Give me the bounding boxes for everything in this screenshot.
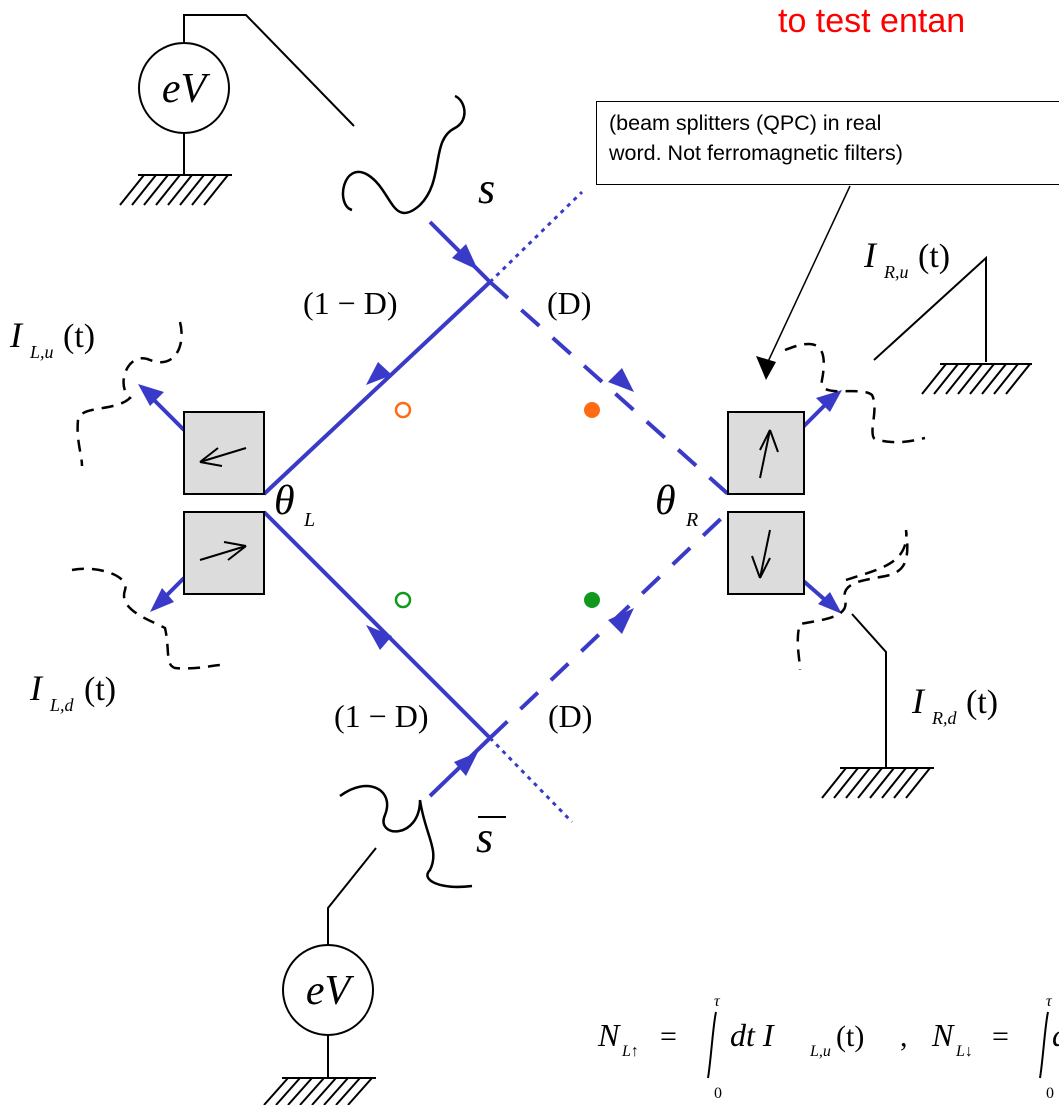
arrow-out-L-up: [138, 384, 164, 406]
top-ground-hatch: [119, 174, 229, 206]
label-s: s: [478, 164, 495, 213]
I-Ld-sym: I: [29, 668, 44, 708]
bottom-left-beam: [262, 510, 492, 740]
callout-line-2: word. Not ferromagnetic filters): [609, 141, 903, 165]
counting-formula: N L↑ = τ 0 dt I L,u (t) , N L↓ = τ 0 d: [597, 993, 1059, 1102]
formula-integrand-sub: L,u: [809, 1043, 831, 1060]
orange-filled-dot: [584, 402, 600, 418]
arrow-incoming-top: [452, 244, 478, 270]
output-waves: [71, 321, 926, 671]
bottom-ev-label: eV: [306, 968, 355, 1014]
right-upper-ground: [873, 255, 1032, 395]
label-1-minus-D-bottom: (1 − D): [334, 698, 428, 734]
current-label-I-Lu: I L,u (t): [9, 315, 95, 362]
beam-arrowheads: [138, 244, 842, 776]
current-label-I-Ld: I L,d (t): [29, 668, 116, 715]
formula-N2: N: [931, 1017, 955, 1053]
I-Rd-sym: I: [911, 681, 926, 721]
arrow-out-R-up: [816, 390, 842, 412]
bottom-wave-packet: [339, 784, 473, 889]
label-theta-R: θ: [655, 478, 676, 524]
label-theta-R-sub: R: [685, 509, 698, 531]
current-label-I-Rd: I R,d (t): [911, 681, 998, 728]
right-lower-ground: [821, 613, 934, 799]
top-wave-packet: [341, 94, 466, 215]
callout-line-1: (beam splitters (QPC) in real: [609, 111, 882, 135]
formula-integrand: dt I: [730, 1017, 775, 1053]
filter-arrow-left-icon: [199, 447, 247, 467]
label-s-bar: s: [476, 813, 493, 862]
formula-upper: τ: [714, 993, 721, 1010]
arrow-top-right: [608, 368, 634, 392]
formula-integrand-arg: (t): [836, 1020, 864, 1053]
beam-network: [148, 190, 834, 824]
label-theta-L-sub: L: [303, 509, 315, 531]
orange-hollow-dot: [394, 401, 412, 419]
label-D-top: (D): [547, 285, 591, 321]
green-hollow-dot: [394, 591, 412, 609]
formula-comma: ,: [900, 1020, 908, 1053]
top-voltage-source: [119, 14, 355, 206]
I-Ru-sub: R,u: [883, 262, 909, 282]
arrow-incoming-bottom: [454, 752, 478, 776]
bottom-right-beam: [488, 510, 730, 740]
bottom-splitter-dotted: [488, 736, 574, 824]
arrow-out-L-down: [150, 588, 174, 612]
integral-sign-2: [1039, 1011, 1049, 1079]
formula-lower2: 0: [1046, 1085, 1054, 1102]
arrow-bottom-right: [608, 608, 634, 634]
beam-splitter-callout: (beam splitters (QPC) in real word. Not …: [596, 101, 1059, 185]
label-1-minus-D-top: (1 − D): [303, 285, 397, 321]
arrow-out-R-down: [818, 592, 842, 614]
label-theta-L: θ: [274, 478, 295, 524]
green-filled-dot: [584, 592, 600, 608]
I-Rd-sub: R,d: [931, 708, 957, 728]
I-Ru-sym: I: [863, 235, 878, 275]
bottom-voltage-source: [263, 847, 377, 1105]
wave-R-down: [796, 529, 909, 671]
I-Ld-arg: (t): [84, 671, 116, 708]
formula-N2-sub: L↓: [955, 1043, 973, 1060]
filter-arrow-right-icon: [199, 541, 247, 561]
I-Lu-sub: L,u: [29, 342, 54, 362]
I-Ru-arg: (t): [918, 238, 950, 275]
top-right-beam: [488, 280, 730, 496]
wave-L-down: [71, 567, 221, 670]
top-ev-label: eV: [162, 66, 211, 112]
current-label-I-Ru: I R,u (t): [863, 235, 950, 282]
formula-lower: 0: [714, 1085, 722, 1102]
integral-sign: [707, 1011, 717, 1079]
I-Lu-sym: I: [9, 315, 24, 355]
I-Rd-arg: (t): [966, 684, 998, 721]
formula-N1-sub: L↑: [621, 1043, 639, 1060]
arrow-top-left: [366, 362, 392, 385]
filter-boxes: [183, 411, 805, 595]
filter-arrow-down-icon: [751, 529, 771, 579]
arrow-bottom-left: [366, 625, 392, 650]
label-D-bottom: (D): [548, 698, 592, 734]
output-L-up: [148, 394, 186, 432]
top-left-beam: [262, 280, 492, 496]
formula-eq2: =: [992, 1020, 1009, 1053]
wave-L-up: [76, 321, 183, 467]
filter-arrow-up-icon: [759, 429, 779, 479]
slide-title: to test entan: [778, 2, 966, 40]
formula-N1: N: [597, 1017, 621, 1053]
wave-R-up: [784, 342, 926, 444]
I-Lu-arg: (t): [63, 318, 95, 355]
formula-eq: =: [660, 1020, 677, 1053]
formula-cut: d: [1052, 1017, 1059, 1053]
I-Ld-sub: L,d: [49, 695, 75, 715]
formula-upper2: τ: [1046, 993, 1053, 1010]
callout-pointer-arrow: [756, 185, 851, 380]
filter-left-upper: [183, 411, 265, 495]
top-splitter-dotted: [488, 190, 584, 284]
